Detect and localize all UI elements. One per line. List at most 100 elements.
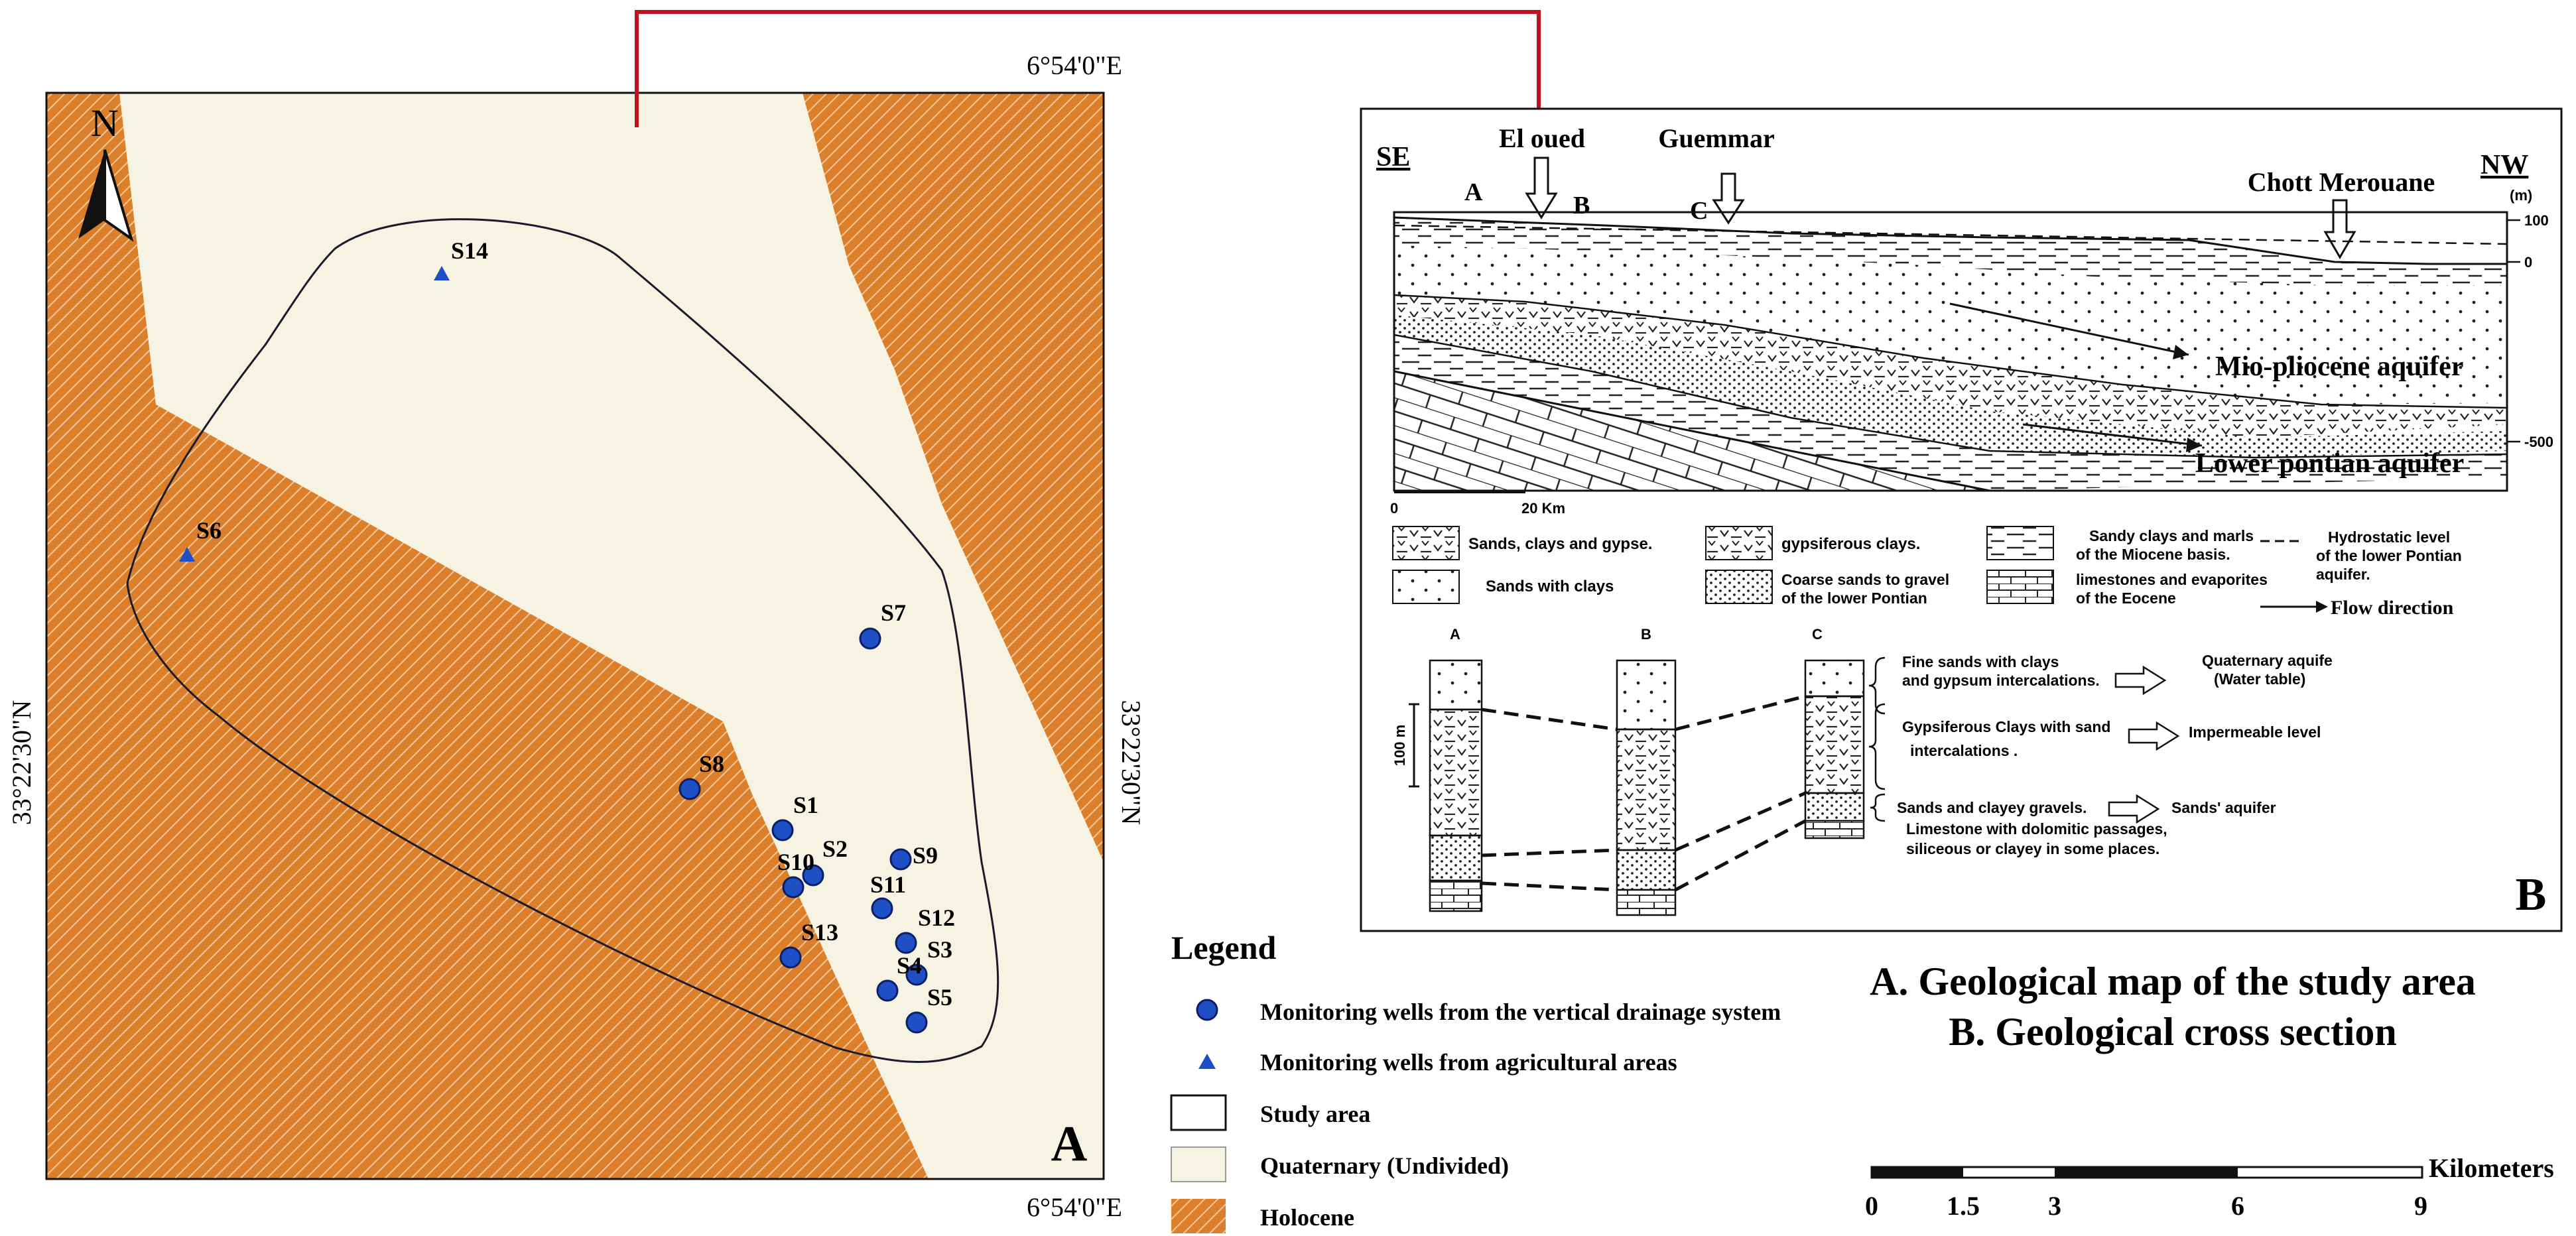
well-triangle-s6 — [179, 547, 195, 562]
well-circle-s9 — [889, 848, 912, 871]
column-b-label: B — [1641, 626, 1651, 643]
column-c-label: C — [1812, 626, 1823, 643]
scale-tick-9: 9 — [2414, 1191, 2427, 1221]
flow-arrow-lower — [2022, 423, 2203, 447]
town-el-oued: El oued — [1499, 123, 1585, 153]
layer-coarse-sands — [1394, 315, 2507, 458]
strat-columns: A B C — [1391, 626, 1865, 916]
holocene-west-unit — [46, 93, 929, 1179]
connector-line — [635, 10, 1541, 127]
elev-unit: (m) — [2510, 187, 2532, 204]
scale-tick-6: 6 — [2231, 1191, 2244, 1221]
caption-line-1: A. Geological map of the study area — [1870, 959, 2476, 1003]
town-chott-merouane: Chott Merouane — [2248, 167, 2435, 197]
well-label-s1: S1 — [793, 792, 818, 818]
legend-title: Legend — [1171, 929, 1277, 966]
elev-tick-minus500: -500 — [2524, 434, 2553, 450]
well-label-s14: S14 — [451, 237, 488, 264]
coord-left-label: 33°22'30"N — [7, 700, 36, 825]
key-hydro-3: aquifer. — [2316, 566, 2370, 583]
legend-item-holocene: Holocene — [1260, 1204, 1354, 1231]
holocene-east-unit — [803, 93, 1104, 862]
panel-a-label: A — [1051, 1116, 1088, 1172]
panel-b-label: B — [2516, 869, 2547, 920]
town-guemmar: Guemmar — [1658, 123, 1775, 153]
well-label-s7: S7 — [881, 599, 906, 626]
layer-sandy-clays-marls — [1394, 335, 2507, 491]
key-flow-direction: Flow direction — [2331, 597, 2454, 619]
unit1-meaning-1: Quaternary aquife — [2202, 652, 2333, 669]
unit1-desc-2: and gypsum intercalations. — [1902, 672, 2100, 689]
legend-item-quaternary: Quaternary (Undivided) — [1260, 1152, 1509, 1179]
key-gypsiferous-clays: gypsiferous clays. — [1781, 535, 1920, 553]
map-frame — [45, 92, 1105, 1180]
correlation-lines — [1481, 694, 1807, 892]
legend-item-agricultural: Monitoring wells from agricultural areas — [1260, 1049, 1677, 1076]
unit1-meaning-2: (Water table) — [2214, 670, 2305, 688]
scale-unit: Kilometers — [2429, 1153, 2554, 1183]
nw-label: NW — [2480, 150, 2528, 180]
unit2-meaning: Impermeable level — [2189, 723, 2321, 741]
point-a-label: A — [1464, 178, 1483, 206]
section-body: Mio-pliocene aquifer Lower pontian aquif… — [1393, 211, 2508, 492]
layer-upper-dashes — [1394, 217, 2507, 285]
study-area-boundary — [126, 218, 999, 1063]
well-circle-s12 — [895, 932, 917, 954]
aquifer-mio-pliocene: Mio-pliocene aquifer — [2215, 351, 2463, 382]
scale-bar: Kilometers 0 1.5 3 6 9 — [1865, 1153, 2554, 1221]
unit-descriptions: Fine sands with clays and gypsum interca… — [1868, 652, 2333, 857]
well-label-s2: S2 — [822, 835, 848, 862]
elev-tick-0: 0 — [2524, 254, 2532, 271]
legend-holocene-swatch — [1171, 1199, 1226, 1233]
caption-line-2: B. Geological cross section — [1949, 1010, 2396, 1054]
well-circle-s3 — [905, 963, 928, 986]
legend-quaternary-swatch — [1171, 1146, 1226, 1182]
layer-gypsiferous-clays — [1394, 295, 2507, 438]
scale-100m-label: 100 m — [1391, 725, 1408, 766]
well-circle-s11 — [871, 897, 893, 920]
unit4-desc-1: Limestone with dolomitic passages, — [1906, 820, 2167, 837]
dist-tick-0: 0 — [1390, 500, 1398, 517]
key-sand-clay-gypse: Sands, clays and gypse. — [1468, 535, 1652, 553]
scale-tick-0: 0 — [1865, 1191, 1878, 1221]
unit3-desc: Sands and clayey gravels. — [1897, 799, 2087, 816]
well-label-s4: S4 — [897, 952, 922, 979]
key-hydro-2: of the lower Pontian — [2316, 547, 2462, 564]
well-label-s10: S10 — [777, 849, 814, 875]
well-label-s9: S9 — [913, 842, 938, 869]
key-coarse-1: Coarse sands to gravel — [1781, 571, 1949, 588]
scale-tick-3: 3 — [2048, 1191, 2061, 1221]
well-circle-s2 — [802, 864, 824, 887]
aquifer-lower-pontian: Lower pontian aquifer — [2195, 448, 2464, 479]
scale-tick-1-5: 1.5 — [1947, 1191, 1980, 1221]
well-circle-s5 — [905, 1011, 928, 1034]
legend-item-drainage: Monitoring wells from the vertical drain… — [1260, 999, 1781, 1025]
distance-axis: 0 20 Km — [1390, 491, 1565, 517]
legend-triangle-icon — [1198, 1054, 1216, 1069]
panel-b-cross-section: SE NW El oued Guemmar Chott Merouane A B… — [1360, 107, 2563, 932]
elev-tick-100: 100 — [2524, 212, 2549, 229]
well-circle-s13 — [779, 946, 802, 969]
column-a-label: A — [1450, 626, 1460, 643]
key-limestone-1: limestones and evaporites — [2076, 571, 2268, 588]
unit2-desc-2: intercalations . — [1910, 742, 2018, 759]
key-sandy-clays-2: of the Miocene basis. — [2076, 546, 2230, 563]
well-circle-s1 — [771, 819, 794, 841]
well-label-s13: S13 — [801, 919, 838, 946]
well-circle-s4 — [876, 979, 899, 1002]
well-label-s3: S3 — [927, 936, 952, 963]
key-sands-with-clays: Sands with clays — [1486, 578, 1614, 595]
se-label: SE — [1376, 142, 1410, 172]
key-limestone-2: of the Eocene — [2076, 589, 2176, 607]
elevation-axis: (m) 100 0 -500 — [2506, 187, 2553, 491]
unit1-desc-1: Fine sands with clays — [1902, 653, 2059, 670]
legend-circle-icon — [1196, 999, 1218, 1021]
unit3-meaning: Sands' aquifer — [2171, 799, 2276, 816]
dist-tick-20: 20 Km — [1521, 500, 1565, 517]
well-circle-s8 — [678, 778, 701, 800]
well-triangle-s14 — [434, 266, 450, 280]
hydrostatic-level-line — [1393, 224, 2508, 245]
well-circle-s7 — [859, 627, 881, 650]
well-label-s8: S8 — [699, 751, 724, 777]
